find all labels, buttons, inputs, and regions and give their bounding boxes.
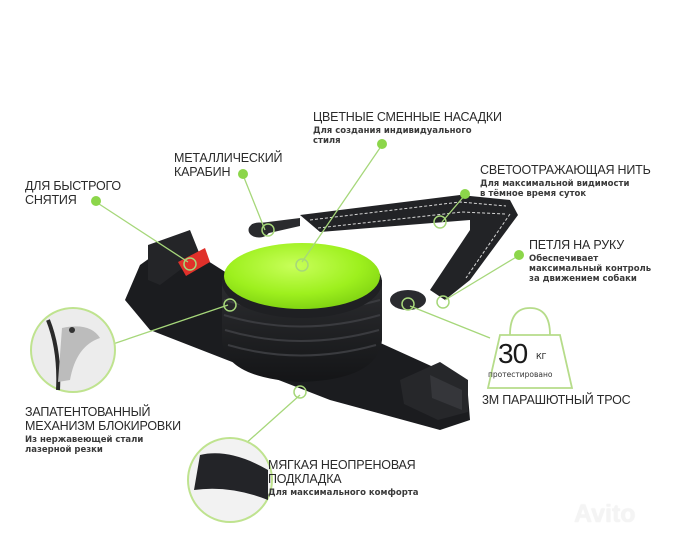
weight-unit: КГ [536, 352, 547, 361]
callout-cord: 3М ПАРАШЮТНЫЙ ТРОС [482, 393, 631, 407]
avito-watermark: Avito [574, 500, 636, 528]
callout-dots [91, 139, 524, 260]
callout-title: СВЕТООТРАЖАЮЩАЯ НИТЬ [480, 163, 651, 177]
reel-body [222, 243, 382, 382]
weight-value: 30 [498, 338, 528, 369]
callout-markers [183, 215, 450, 399]
callout-title: 3М ПАРАШЮТНЫЙ ТРОС [482, 393, 631, 407]
callout-nozzles: ЦВЕТНЫЕ СМЕННЫЕ НАСАДКИ Для создания инд… [313, 110, 502, 146]
padding-detail-zoom [187, 437, 273, 523]
callout-title: ПЕТЛЯ НА РУКУ [529, 238, 624, 252]
weight-icon [486, 307, 574, 389]
callout-lines [95, 144, 519, 446]
green-lid [224, 243, 380, 309]
weight-caption: протестировано [488, 370, 553, 379]
hand-loop-strap [300, 195, 518, 300]
carabiner [248, 218, 300, 238]
callout-reflective: СВЕТООТРАЖАЮЩАЯ НИТЬ Для максимальной ви… [480, 163, 651, 199]
callout-subtitle: Для максимального комфорта [268, 488, 419, 498]
callout-title: ЦВЕТНЫЕ СМЕННЫЕ НАСАДКИ [313, 110, 502, 124]
lock-detail-zoom [30, 307, 116, 393]
